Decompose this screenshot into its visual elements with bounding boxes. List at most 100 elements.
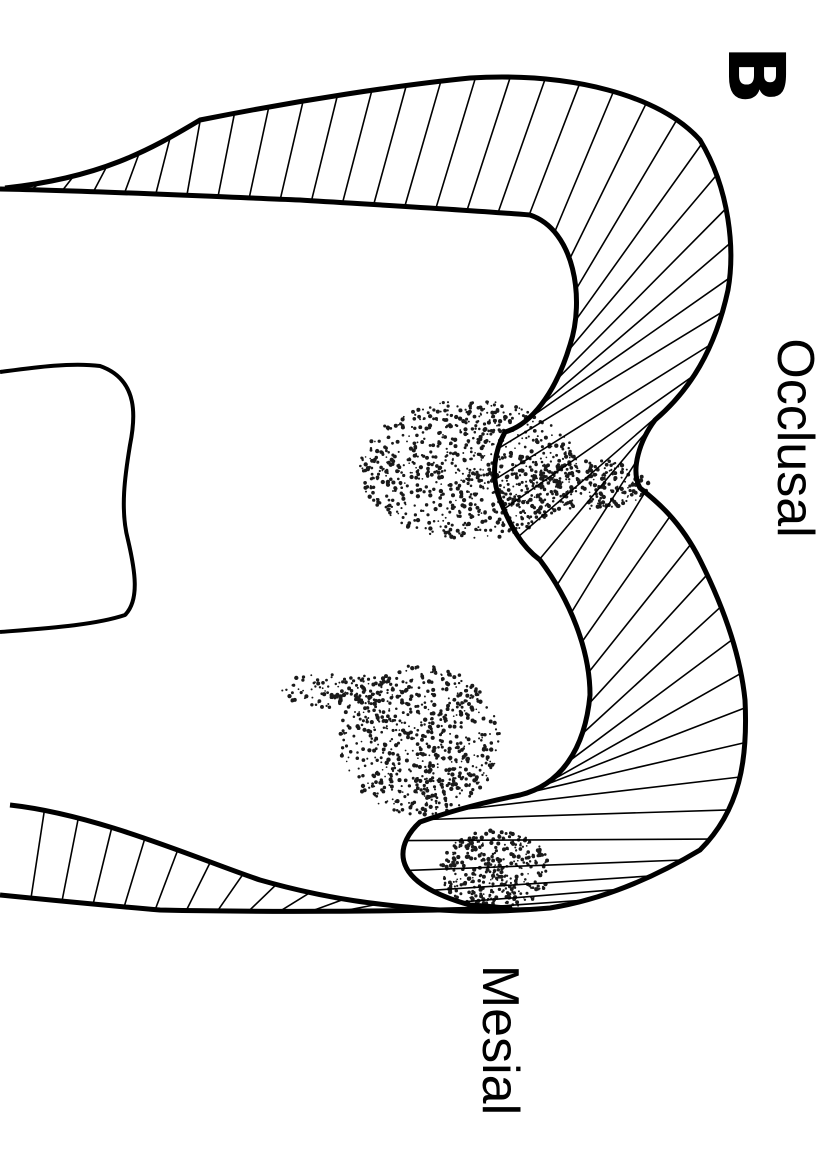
stipple-dot: [455, 880, 457, 882]
stipple-dot: [386, 714, 390, 718]
stipple-dot: [379, 681, 381, 683]
stipple-dot: [385, 475, 387, 477]
stipple-dot: [471, 890, 474, 893]
stipple-dot: [560, 445, 564, 449]
stipple-dot: [407, 753, 409, 755]
stipple-dot: [359, 465, 362, 468]
enamel-rod-line: [582, 607, 721, 734]
stipple-dot: [311, 688, 313, 690]
stipple-dot: [471, 427, 474, 430]
stipple-dot: [531, 485, 534, 488]
stipple-dot: [489, 733, 491, 735]
stipple-dot: [448, 756, 452, 760]
stipple-dot: [466, 433, 468, 435]
stipple-dot: [431, 736, 435, 740]
stipple-dot: [425, 803, 429, 807]
stipple-dot: [504, 456, 507, 459]
stipple-dot: [454, 682, 457, 685]
stipple-dot: [505, 887, 507, 889]
stipple-dot: [439, 709, 442, 712]
stipple-dot: [564, 502, 567, 505]
stipple-dot: [462, 498, 466, 502]
stipple-dot: [635, 499, 637, 501]
stipple-dot: [366, 758, 368, 760]
stipple-dot: [426, 743, 429, 746]
stipple-dot: [302, 690, 304, 692]
stipple-dot: [349, 676, 353, 680]
stipple-dot: [542, 486, 544, 488]
stipple-dot: [441, 677, 445, 681]
stipple-dot: [401, 417, 405, 421]
stipple-dot: [484, 455, 486, 457]
stipple-dot: [371, 491, 375, 495]
stipple-dot: [458, 787, 461, 790]
stipple-dot: [432, 668, 436, 672]
stipple-dot: [611, 469, 613, 471]
stipple-dot: [565, 451, 567, 453]
stipple-dot: [402, 434, 405, 437]
stipple-dot: [411, 426, 413, 428]
stipple-dot: [414, 414, 416, 416]
stipple-dot: [474, 452, 476, 454]
stipple-dot: [496, 408, 500, 412]
stipple-dot: [530, 468, 534, 472]
stipple-dot: [528, 436, 530, 438]
stipple-dot: [426, 690, 428, 692]
stipple-dot: [402, 516, 405, 519]
stipple-dot: [433, 785, 436, 788]
stipple-dot: [430, 796, 432, 798]
stipple-dot: [469, 496, 472, 499]
stipple-dot: [466, 713, 470, 717]
stipple-dot: [375, 449, 379, 453]
stipple-dot: [386, 766, 388, 768]
stipple-dot: [485, 706, 488, 709]
stipple-dot: [382, 769, 384, 771]
stipple-dot: [400, 507, 402, 509]
stipple-dot: [416, 752, 420, 756]
stipple-dot: [526, 850, 530, 854]
stipple-dot: [506, 847, 509, 850]
stipple-dot: [395, 677, 398, 680]
stipple-dot: [461, 789, 463, 791]
stipple-dot: [370, 702, 373, 705]
enamel-rod-line: [571, 492, 645, 613]
stipple-dot: [339, 732, 343, 736]
stipple-dot: [347, 724, 350, 727]
stipple-dot: [416, 488, 420, 492]
stipple-dot: [447, 772, 450, 775]
stipple-dot: [520, 842, 522, 844]
stipple-dot: [442, 520, 444, 522]
stipple-dot: [460, 701, 463, 704]
stipple-dot: [541, 871, 543, 873]
stipple-dot: [399, 729, 401, 731]
stipple-dot: [459, 741, 462, 744]
enamel-rod-line: [62, 818, 78, 901]
stipple-dot: [409, 447, 413, 451]
stipple-dot: [360, 790, 364, 794]
stipple-dot: [623, 491, 627, 495]
stipple-dot: [464, 443, 468, 447]
stipple-dot: [302, 675, 305, 678]
stipple-dot: [410, 490, 414, 494]
stipple-dot: [446, 425, 449, 428]
stipple-dot: [424, 766, 426, 768]
stipple-dot: [503, 486, 505, 488]
stipple-dot: [445, 851, 449, 855]
stipple-dot: [369, 439, 373, 443]
stipple-dot: [367, 782, 369, 784]
stipple-dot: [555, 454, 558, 457]
stipple-dot: [437, 746, 440, 749]
stipple-dot: [342, 739, 345, 742]
pulp-chamber-outline: [0, 365, 135, 632]
stipple-dot: [533, 476, 536, 479]
stipple-dot: [374, 699, 378, 703]
stipple-dot: [381, 780, 384, 783]
stipple-dot: [415, 467, 417, 469]
stipple-dot: [520, 489, 523, 492]
stipple-dot: [455, 796, 458, 799]
stipple-dot: [557, 463, 560, 466]
stipple-dot: [481, 512, 483, 514]
stipple-dot: [449, 778, 452, 781]
stipple-dot: [632, 489, 636, 493]
stipple-dot: [431, 730, 433, 732]
